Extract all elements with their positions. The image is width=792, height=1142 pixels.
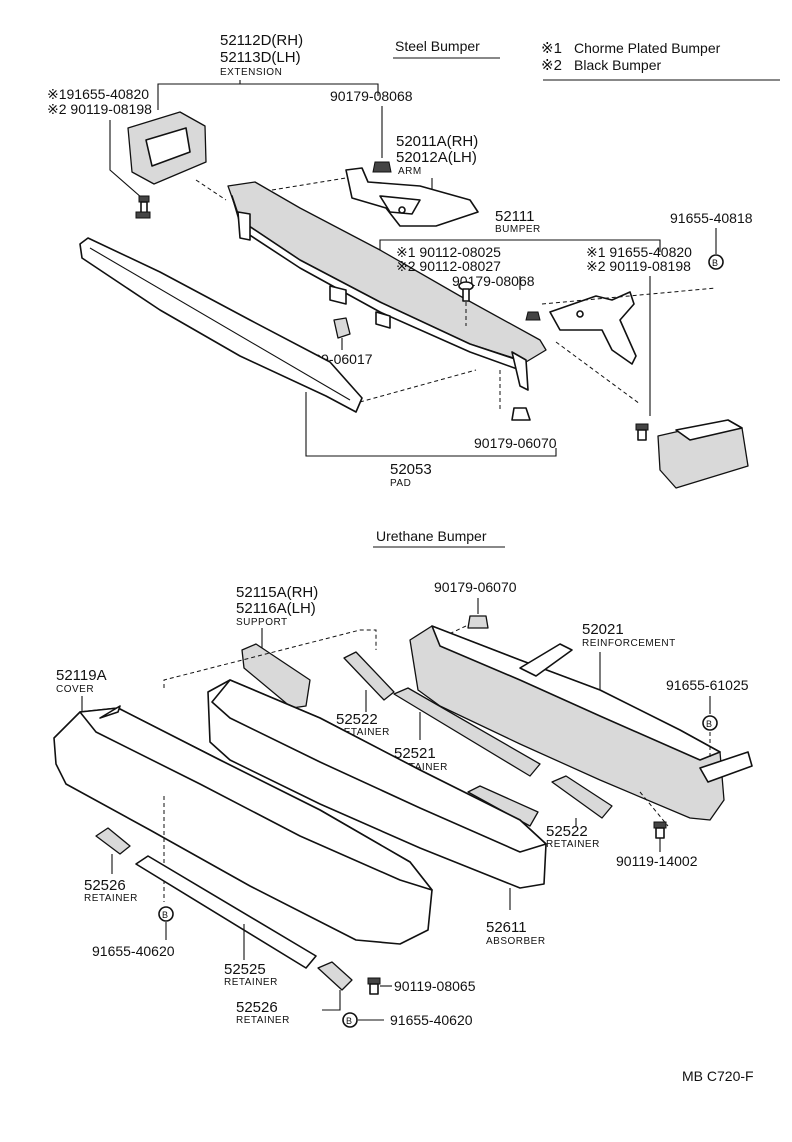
ret-52525-label: 52525: [224, 961, 266, 978]
ret-52525-name: RETAINER: [224, 977, 278, 988]
bolt-right-label-2: ※2 90119-08198: [586, 258, 691, 274]
support-rh-label: 52115A(RH): [236, 584, 318, 601]
legend-mark-1: ※1: [541, 40, 562, 57]
support: [241, 643, 311, 709]
bumper-name: BUMPER: [495, 224, 541, 235]
retainer-52525: [135, 855, 317, 969]
steel-bumper-section: Steel Bumper ※1 Chorme Plated Bumper ※2 …: [47, 32, 780, 489]
nut-top-label: 90179-08068: [330, 88, 413, 104]
bolt-b-marker-top: B: [708, 254, 724, 270]
bolt-b-marker-bottom: B: [342, 1012, 358, 1028]
reinforcement-name: REINFORCEMENT: [582, 638, 676, 649]
bolt1-label-a: ※191655-40820: [47, 86, 149, 102]
absorber-name: ABSORBER: [486, 936, 546, 947]
steel-bumper-title: Steel Bumper: [395, 38, 480, 54]
ret-52522b-name: RETAINER: [546, 839, 600, 850]
arm-name: ARM: [398, 166, 422, 177]
arm-rh-label: 52011A(RH): [396, 133, 478, 150]
extension-leader: [157, 83, 379, 110]
ure-bolt-right2-label: 90119-14002: [616, 853, 698, 869]
ure-bolt-bottom: [367, 977, 381, 995]
bolt-center-label-2: ※2 90112-08027: [396, 258, 501, 274]
ret-52521-label: 52521: [394, 745, 436, 762]
bolt-right-ext: [635, 423, 649, 441]
retainer-52522-upper: [343, 651, 395, 701]
extension-lh-label: 52113D(LH): [220, 49, 301, 66]
ret-52526a-name: RETAINER: [84, 893, 138, 904]
pad-leader: [305, 392, 557, 457]
ure-bolt-bottom-label: 90119-08065: [394, 978, 476, 994]
bolt-center-label-1: ※1 90112-08025: [396, 244, 501, 260]
center-bolt: [458, 281, 474, 302]
cover-label: 52119A: [56, 667, 107, 684]
retainer-52522-lower-b: [551, 775, 613, 819]
legend-text-1: Chorme Plated Bumper: [574, 40, 721, 56]
svg-text:B: B: [346, 1016, 352, 1026]
ret-52522a-name: RETAINER: [336, 727, 390, 738]
bolt-b-marker-left: B: [158, 906, 174, 922]
nut-top: [372, 161, 392, 173]
ret-52526a-label: 52526: [84, 877, 126, 894]
pad-name: PAD: [390, 478, 411, 489]
svg-text:B: B: [162, 910, 168, 920]
arm-left: [345, 167, 479, 227]
reinforcement-label: 52021: [582, 621, 624, 638]
bolt-b-marker-right: B: [702, 715, 718, 731]
ret-52522b-label: 52522: [546, 823, 588, 840]
ure-bolt-right-label: 91655-61025: [666, 677, 749, 693]
svg-text:B: B: [712, 258, 718, 268]
support-name: SUPPORT: [236, 617, 288, 628]
ure-bolt-left-label: 91655-40620: [92, 943, 175, 959]
bolt1-leader: [109, 120, 143, 199]
arm-lh-label: 52012A(LH): [396, 149, 477, 166]
retainer-52521: [393, 687, 541, 777]
ret-52526b-name: RETAINER: [236, 1015, 290, 1026]
diagram-code: MB C720-F: [682, 1068, 754, 1084]
svg-text:B: B: [706, 719, 712, 729]
ret-52526b-label: 52526: [236, 999, 278, 1016]
support-lh-label: 52116A(LH): [236, 600, 316, 617]
cover-name: COVER: [56, 684, 94, 695]
arm-right: [549, 291, 637, 365]
nut-right: [525, 311, 541, 321]
bumper-bracket-right: [511, 351, 529, 391]
extension-name: EXTENSION: [220, 67, 282, 78]
bolt1-label-b: ※2 90119-08198: [47, 101, 152, 117]
nut-bottom: [511, 407, 531, 421]
bolt-right-label-1: ※1 91655-40820: [586, 244, 692, 260]
ure-bolt-bottom2-label: 91655-40620: [390, 1012, 473, 1028]
ret-52521-name: RETAINER: [394, 762, 448, 773]
retainer-52526-left: [95, 827, 131, 855]
retainer-52526-bottom: [317, 961, 353, 991]
ure-nut-top-label: 90179-06070: [434, 579, 517, 595]
urethane-bumper-title: Urethane Bumper: [376, 528, 487, 544]
ure-bolt-right2: [653, 821, 667, 839]
extension-rh-label: 52112D(RH): [220, 32, 303, 49]
nut-bottom-label: 90179-06070: [474, 435, 557, 451]
pad-label: 52053: [390, 461, 432, 478]
bolt-left-ext: [135, 195, 151, 219]
bolt-far-label: 91655-40818: [670, 210, 753, 226]
absorber-label: 52611: [486, 919, 527, 936]
legend-mark-2: ※2: [541, 57, 562, 74]
ure-nut-top: [467, 615, 489, 629]
bumper-label: 52111: [495, 208, 535, 225]
bumper-leader: [379, 239, 661, 252]
legend-text-2: Black Bumper: [574, 57, 661, 73]
urethane-bumper-section: Urethane Bumper 90179-06070 52115A(RH) 5…: [53, 528, 753, 1028]
clip: [333, 317, 351, 339]
ret-52522a-label: 52522: [336, 711, 378, 728]
